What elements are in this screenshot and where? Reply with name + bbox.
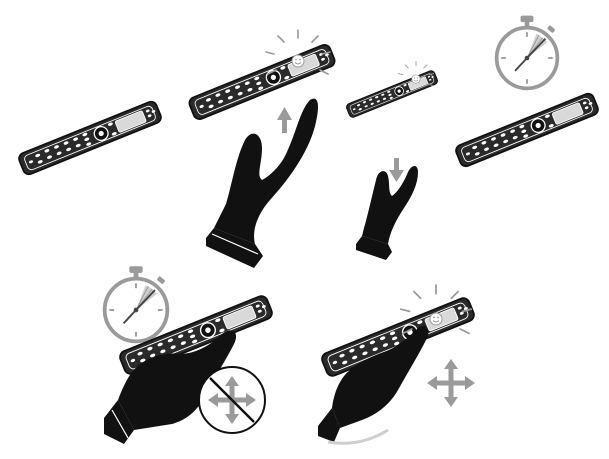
smiley-screen-icon: [430, 313, 442, 325]
down-arrow-icon: [389, 158, 404, 182]
hand-icon: [356, 166, 418, 260]
remote-control-icon: [345, 70, 438, 119]
up-arrow-icon: [277, 107, 292, 133]
stopwatch-icon: [497, 16, 558, 89]
smiley-screen-icon: [292, 55, 304, 67]
hand-icon: [206, 99, 318, 268]
move-arrows-icon: [427, 359, 475, 407]
remote-control-icon: [17, 100, 163, 176]
smiley-screen-icon: [412, 75, 420, 83]
no-movement-icon: [199, 367, 265, 433]
stopwatch-icon: [105, 266, 168, 341]
remote-control-icon: [454, 92, 600, 168]
